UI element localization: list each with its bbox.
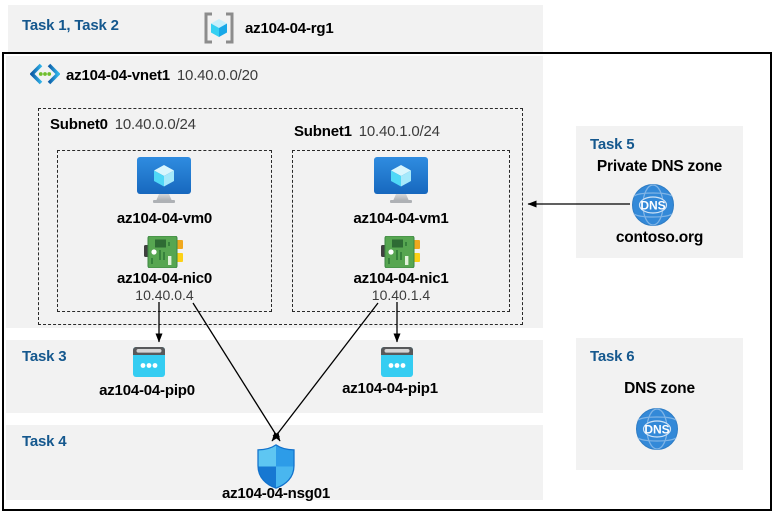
private-dns-zone-name: contoso.org <box>615 229 704 246</box>
dns-icon-text: DNS <box>644 423 669 437</box>
pip1-label: az104-04-pip1 <box>342 380 438 397</box>
pip0-label: az104-04-pip0 <box>99 382 195 399</box>
subnet1-name: Subnet1 <box>294 123 352 140</box>
vm1-label: az104-04-vm1 <box>353 210 449 227</box>
resource-group-icon <box>203 11 235 45</box>
subnet1-cidr: 10.40.1.0/24 <box>358 123 440 140</box>
nic0-label: az104-04-nic0 <box>117 270 212 287</box>
subnet0-cidr: 10.40.0.0/24 <box>114 116 196 133</box>
task12-panel <box>8 5 543 52</box>
vnet-label: az104-04-vnet1 10.40.0.0/20 <box>66 67 258 84</box>
subnet1-label: Subnet1 10.40.1.0/24 <box>294 123 440 140</box>
task12-label: Task 1, Task 2 <box>22 17 119 34</box>
subnet0-name: Subnet0 <box>50 116 108 133</box>
nic1-ip: 10.40.1.4 <box>371 287 431 303</box>
vm0-icon <box>136 157 192 203</box>
vnet-cidr: 10.40.0.0/20 <box>176 67 258 84</box>
task4-label: Task 4 <box>22 433 67 450</box>
subnet0-inner-box <box>57 150 272 312</box>
vnet-name: az104-04-vnet1 <box>66 67 170 84</box>
resource-group-name: az104-04-rg1 <box>245 20 334 37</box>
task3-label: Task 3 <box>22 348 67 365</box>
pip0-icon <box>133 347 165 377</box>
private-dns-zone-title: Private DNS zone <box>596 158 723 175</box>
vm0-label: az104-04-vm0 <box>116 210 213 227</box>
subnet1-inner-box <box>292 150 510 312</box>
virtual-network-icon <box>30 63 60 85</box>
dns-zone-title: DNS zone <box>624 380 695 397</box>
vm1-icon <box>373 157 429 203</box>
vnet-panel <box>6 56 543 328</box>
task6-label: Task 6 <box>590 348 635 365</box>
nic0-ip: 10.40.0.4 <box>135 287 194 303</box>
task5-label: Task 5 <box>590 136 635 153</box>
subnet0-label: Subnet0 10.40.0.0/24 <box>50 116 196 133</box>
nic1-icon <box>381 236 421 268</box>
task3-panel <box>6 340 543 413</box>
nic0-icon <box>144 236 184 268</box>
nic1-label: az104-04-nic1 <box>353 270 449 287</box>
dns-icon-text: DNS <box>640 199 665 213</box>
diagram-outer-box <box>2 52 772 511</box>
private-dns-zone-icon: DNS <box>632 184 674 226</box>
nsg-shield-icon <box>257 444 295 489</box>
pip1-icon <box>381 347 413 377</box>
dns-zone-icon: DNS <box>636 408 678 450</box>
nsg-label: az104-04-nsg01 <box>221 485 331 502</box>
